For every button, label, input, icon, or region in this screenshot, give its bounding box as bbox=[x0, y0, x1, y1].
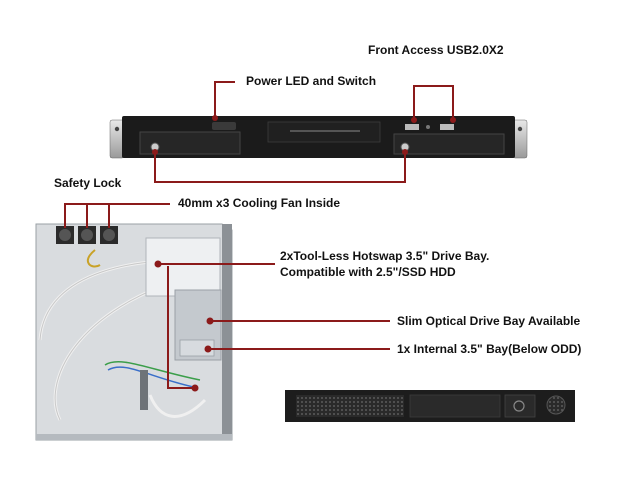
usb-port-icon bbox=[405, 124, 419, 130]
chassis-top-view bbox=[35, 223, 233, 441]
fans-callout-label: 40mm x3 Cooling Fan Inside bbox=[178, 196, 341, 210]
left-rack-ear bbox=[109, 119, 125, 159]
rear-fan-icon bbox=[546, 395, 566, 415]
usb-port-icon bbox=[440, 124, 454, 130]
optical-callout-label: Slim Optical Drive Bay Available bbox=[397, 314, 581, 328]
hotswap-callout-label-line1: 2xTool-Less Hotswap 3.5" Drive Bay. bbox=[280, 249, 490, 263]
power-switch-icon bbox=[212, 122, 236, 130]
left-drive-bay bbox=[139, 131, 241, 155]
safety-lock-callout-label: Safety Lock bbox=[54, 176, 122, 190]
chassis-rear-view bbox=[285, 390, 575, 422]
cooling-fans bbox=[56, 226, 118, 244]
right-drive-bay bbox=[393, 133, 505, 155]
hotswap-callout-label-line2: Compatible with 2.5"/SSD HDD bbox=[280, 265, 456, 279]
callout-dots bbox=[152, 115, 456, 392]
internal-bay-callout-label: 1x Internal 3.5" Bay(Below ODD) bbox=[397, 342, 582, 356]
chassis-front-view bbox=[109, 116, 528, 159]
power-inlet-icon bbox=[513, 400, 525, 412]
power-callout-label: Power LED and Switch bbox=[246, 74, 377, 88]
usb-callout-label: Front Access USB2.0X2 bbox=[368, 43, 504, 57]
right-rack-ear bbox=[512, 119, 528, 159]
callout-lines bbox=[64, 81, 454, 389]
